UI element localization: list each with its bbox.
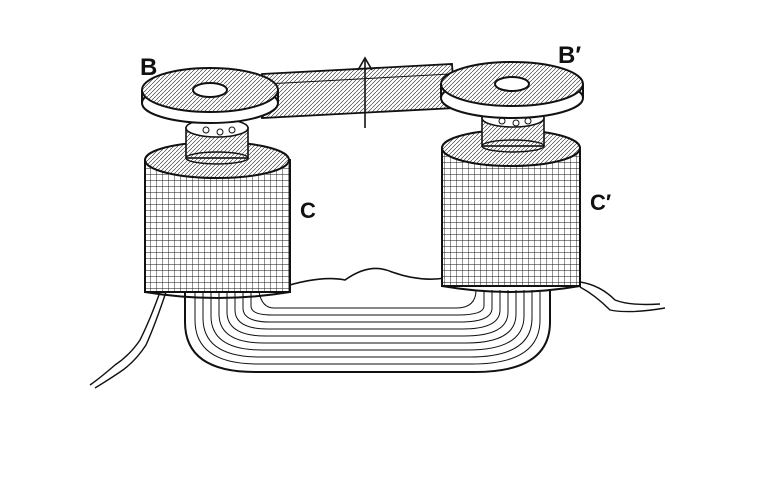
knob-left	[185, 118, 249, 165]
coil-c	[144, 141, 291, 299]
lead-wires	[89, 281, 666, 389]
label-c-prime: C′	[590, 190, 612, 215]
label-b: B	[140, 54, 158, 81]
arrow-indicator	[357, 56, 373, 128]
disc-b-prime	[440, 61, 584, 119]
u-yoke	[184, 267, 551, 373]
disc-b	[141, 67, 279, 124]
label-b-prime: B′	[558, 42, 582, 69]
connecting-bar	[261, 63, 456, 119]
coil-c-prime	[441, 129, 581, 293]
label-c: C	[300, 198, 316, 223]
